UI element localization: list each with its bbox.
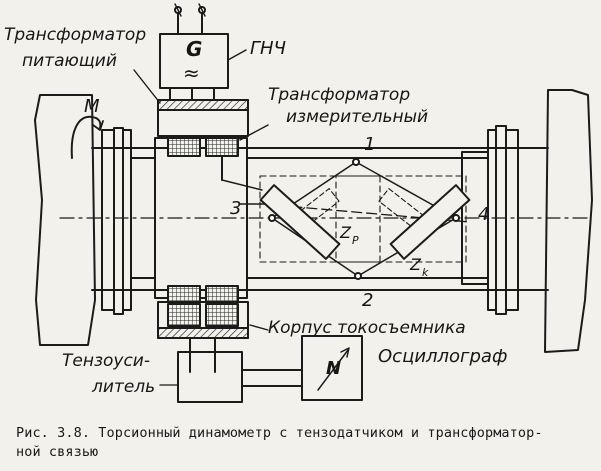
generator-letter: G: [186, 37, 202, 61]
amplifier-label: Тензоуси-: [62, 351, 150, 371]
caption-line-1: Рис. 3.8. Торсионный динамометр с тензод…: [16, 425, 543, 441]
point-1-label: 1: [364, 134, 375, 155]
torque-arrow: [70, 115, 102, 159]
bridge-node-left: [268, 214, 276, 222]
oscillograph-symbol: N: [326, 358, 341, 379]
measuring-coil-top-left: [167, 137, 201, 157]
measuring-coil-top-right: [205, 137, 239, 157]
point-4-label: 4: [478, 204, 489, 225]
coil-bottom-left-upper: [167, 285, 201, 303]
figure-caption: Рис. 3.8. Торсионный динамометр с тензод…: [16, 424, 586, 462]
strain-gauge-zp: [259, 184, 341, 260]
oscillograph-label: Осциллограф: [378, 346, 507, 367]
generator-name: ГНЧ: [250, 38, 286, 59]
left-housing: [34, 94, 96, 346]
right-flange-middle: [495, 125, 507, 315]
torque-label: M: [84, 96, 100, 117]
gauge-zp-sub: P: [352, 234, 359, 247]
generator-box: [159, 33, 229, 89]
gauge-zp-label: Z: [339, 223, 352, 242]
right-hub: [461, 151, 489, 285]
coil-bottom-right-upper: [205, 285, 239, 303]
caption-line-2: ной связью: [16, 444, 99, 460]
supply-transformer-label: Трансформатор: [4, 25, 146, 45]
generator-symbol: ≈: [183, 61, 200, 85]
point-2-label: 2: [362, 290, 373, 311]
measuring-transformer-label: Трансформатор: [268, 85, 410, 105]
bridge-node-bottom: [354, 272, 362, 280]
right-housing: [544, 89, 593, 353]
coil-bottom-right-lower: [205, 303, 239, 327]
amplifier-box: [177, 351, 243, 403]
supply-transformer-label-2: питающий: [22, 51, 117, 71]
left-flange-inner: [122, 129, 132, 311]
right-flange-outer: [505, 129, 519, 311]
strain-gauge-zk: [389, 184, 471, 260]
bridge-node-top: [352, 158, 360, 166]
bridge-node-right: [452, 214, 460, 222]
measuring-transformer-label-2: измерительный: [286, 107, 428, 127]
coil-bottom-left-lower: [167, 303, 201, 327]
gauge-zk-label: Z: [409, 255, 422, 274]
left-flange-middle: [113, 127, 124, 315]
left-flange-outer: [101, 129, 115, 311]
point-3-label: 3: [230, 198, 241, 219]
collector-housing-label: Корпус токосъемника: [268, 318, 466, 338]
gauge-zk-sub: k: [422, 266, 429, 279]
oscillograph-box: [301, 335, 363, 401]
amplifier-label-2: литель: [91, 377, 155, 397]
